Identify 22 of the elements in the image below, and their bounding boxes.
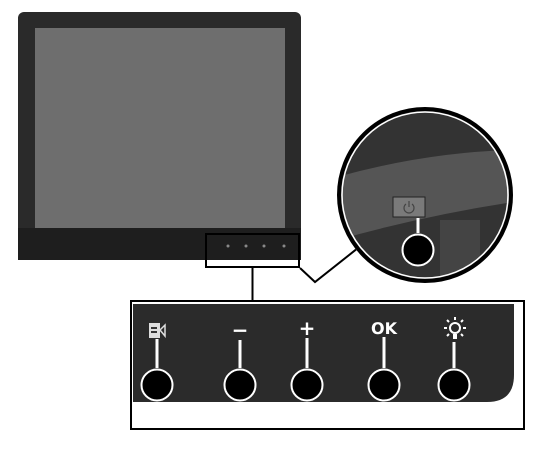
leader-line [156,339,158,368]
callout-circle [367,368,401,402]
leader-line [382,337,386,368]
connector-line [299,248,357,284]
menu-icon [148,322,166,339]
panel-frame [130,300,525,430]
leader-line [416,218,420,233]
leader-line [306,338,308,368]
callout-circle [290,368,324,402]
leader-line [238,340,242,368]
callout-circle [401,233,435,267]
callout-circle [140,368,174,402]
ok-label: OK [371,321,397,337]
highlight-frame [205,233,300,268]
minus-sign: − [230,320,250,340]
plus-sign: + [297,318,317,338]
connector-line [252,268,254,300]
callout-circle [437,368,471,402]
leader-line [452,342,456,368]
brightness-icon [442,316,468,342]
callout-circle [223,368,257,402]
power-button [392,196,426,218]
